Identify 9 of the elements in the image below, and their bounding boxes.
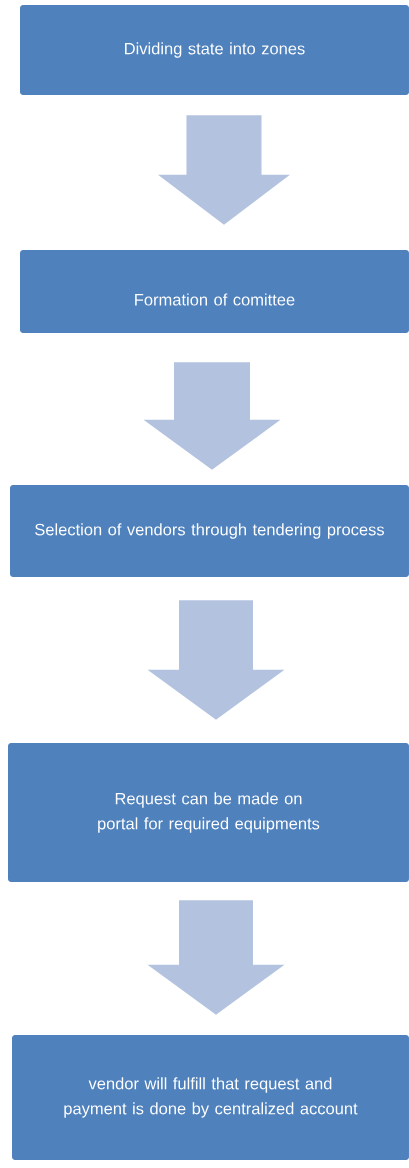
process-box: vendor will fulfill that request and payment is done by centralized account <box>12 1035 409 1160</box>
block-arrow <box>143 362 281 470</box>
block-arrow <box>147 600 285 720</box>
block-arrow <box>147 900 285 1015</box>
block-arrow <box>158 115 290 225</box>
process-box: Formation of comittee <box>20 250 409 333</box>
process-box: Dividing state into zones <box>20 5 409 95</box>
process-box: Selection of vendors through tendering process <box>10 485 409 577</box>
process-box: Request can be made on portal for required equipments <box>8 743 409 882</box>
